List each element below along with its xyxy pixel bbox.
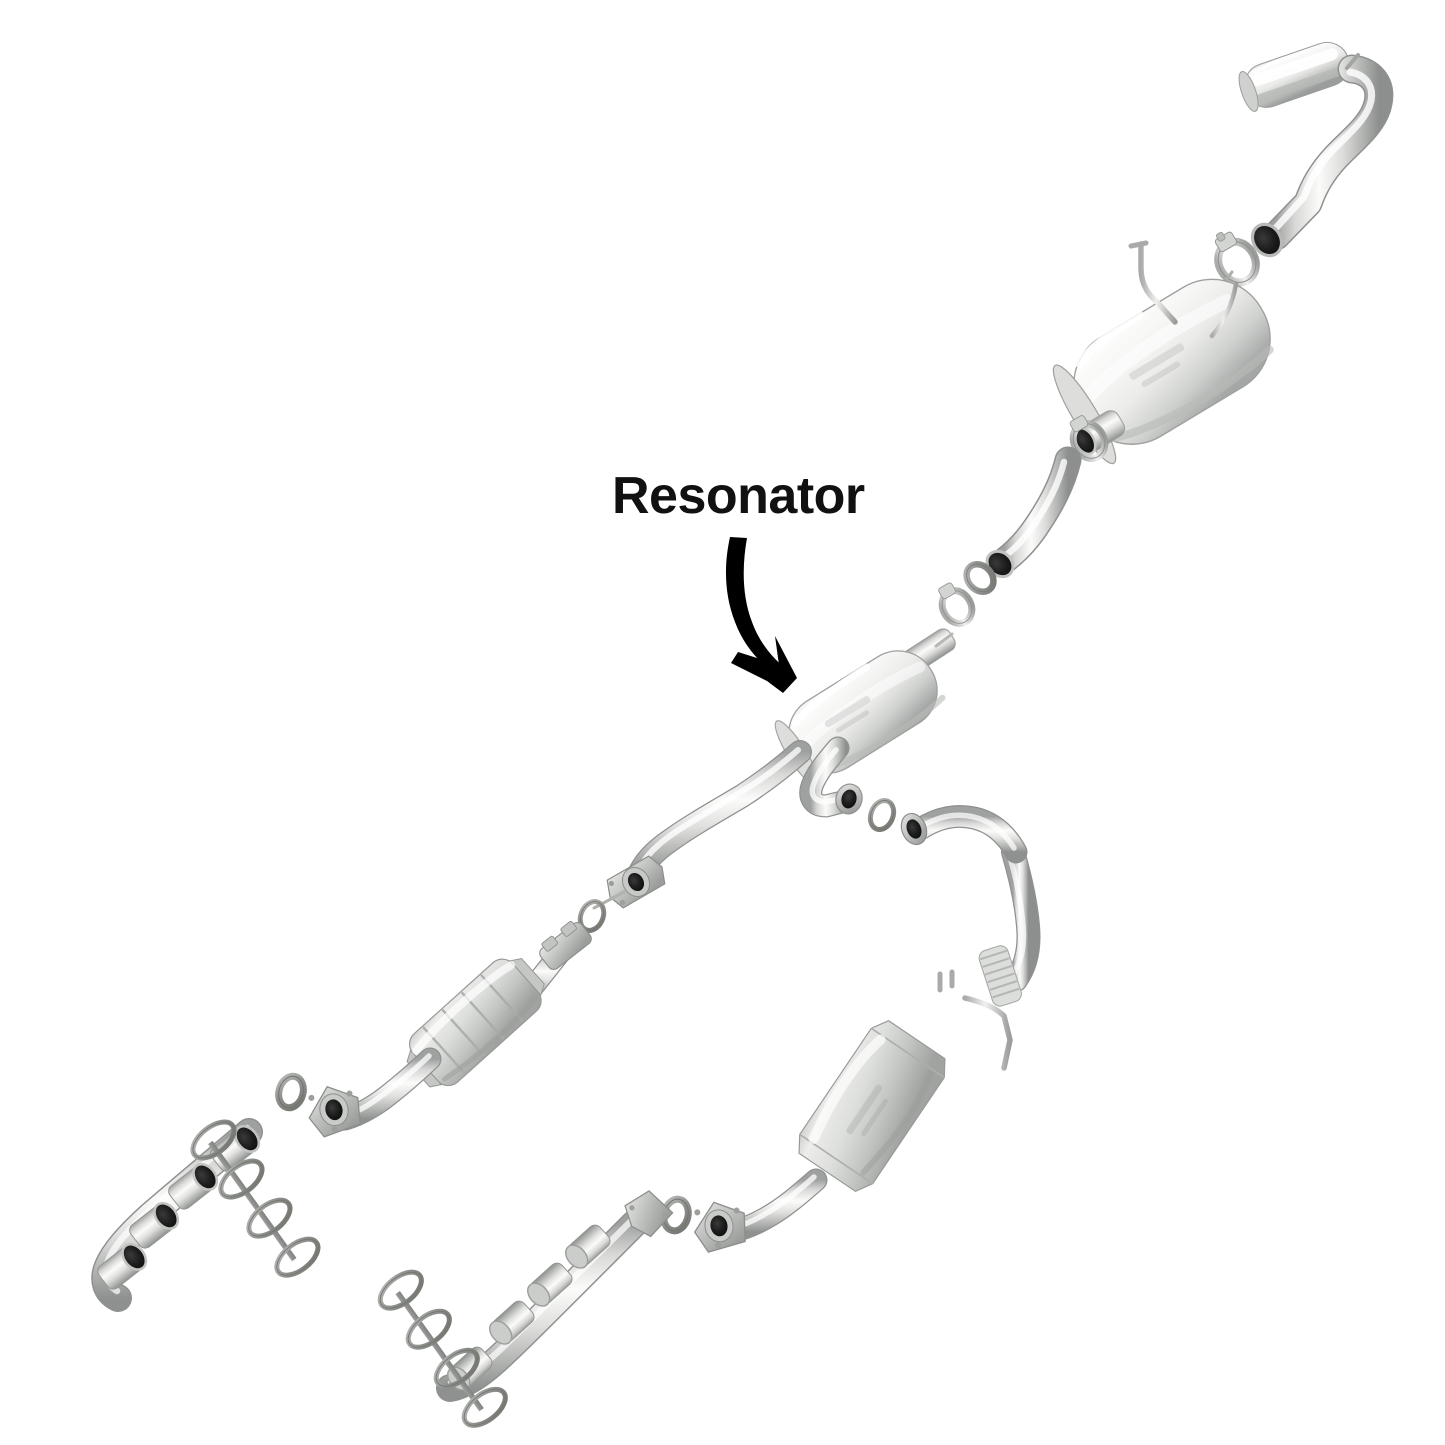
part-left-manifold-gasket <box>190 1119 321 1278</box>
part-right-flex-pipe <box>900 804 1041 1007</box>
part-sleeve-ring <box>963 561 997 595</box>
part-resonator-clamp <box>938 582 976 627</box>
part-resonator-inlet-right <box>799 736 863 818</box>
part-left-catalytic-converter <box>308 921 592 1138</box>
part-right-hanger-bracket <box>937 969 1013 1071</box>
part-left-exhaust-manifold <box>91 1118 263 1312</box>
part-muffler-clamp-front <box>1069 415 1109 462</box>
part-tailpipe <box>1250 53 1394 258</box>
part-right-catalytic-converter <box>693 1019 946 1253</box>
part-left-intermediate-pipe <box>592 740 812 910</box>
part-left-donut-gasket <box>275 1072 307 1112</box>
part-muffler-body <box>1052 278 1274 465</box>
part-tailpipe-tip <box>1238 41 1350 112</box>
part-muffler-hanger-rod <box>1128 240 1239 339</box>
part-right-exhaust-manifold <box>436 1190 674 1402</box>
part-right-flange-gasket <box>867 797 897 833</box>
part-right-manifold-gasket <box>377 1269 508 1428</box>
part-connector-pipe <box>985 446 1082 579</box>
callout-arrow-icon <box>725 537 797 693</box>
callout-label-resonator: Resonator <box>612 467 865 525</box>
